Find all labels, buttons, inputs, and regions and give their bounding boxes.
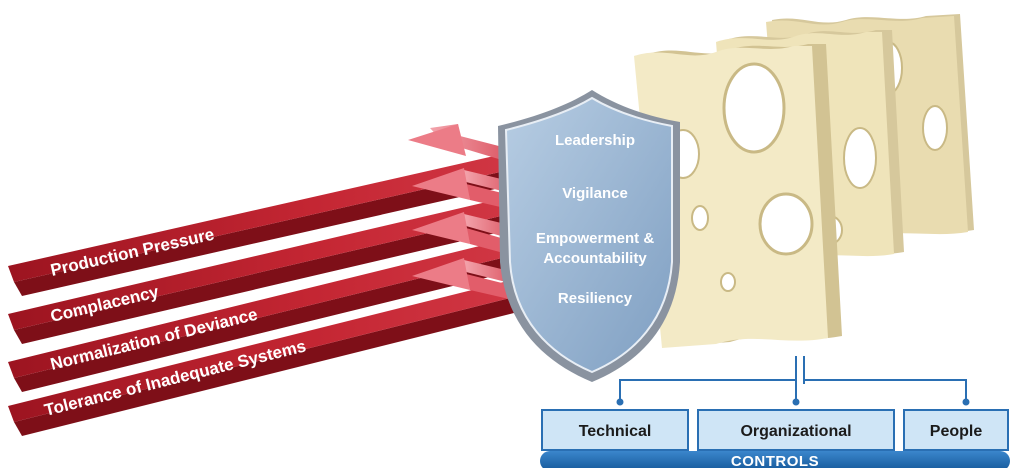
controls-title: CONTROLS: [731, 453, 819, 468]
control-box-organizational: [697, 409, 895, 451]
control-label-organizational: Organizational: [740, 423, 851, 440]
threat-arrow-complacency: Complacency: [8, 196, 526, 344]
cheese-slices: [634, 14, 974, 348]
shield-layer-leadership: Leadership: [555, 132, 635, 149]
shield-layer-vigilance: Vigilance: [562, 185, 628, 202]
shield-layer-resiliency: Resiliency: [558, 290, 633, 307]
control-box-technical: [541, 409, 689, 451]
controls-boxes: Technical Organizational People: [541, 409, 1009, 451]
control-label-people: People: [930, 423, 983, 440]
controls-bar: CONTROLS: [540, 451, 1010, 468]
control-label-technical: Technical: [579, 423, 652, 440]
threat-arrows: Production Pressure Complacency Normaliz…: [8, 152, 526, 436]
shield-layer-empowerment-line2: Accountability: [543, 250, 647, 267]
deflected-arrows: [408, 124, 522, 302]
control-box-people: [903, 409, 1009, 451]
cheese-slice-front: [634, 44, 842, 348]
controls-connectors: [616, 356, 970, 406]
shield-layer-empowerment-line1: Empowerment &: [536, 230, 655, 247]
shield: Leadership Vigilance Empowerment & Accou…: [498, 90, 680, 382]
